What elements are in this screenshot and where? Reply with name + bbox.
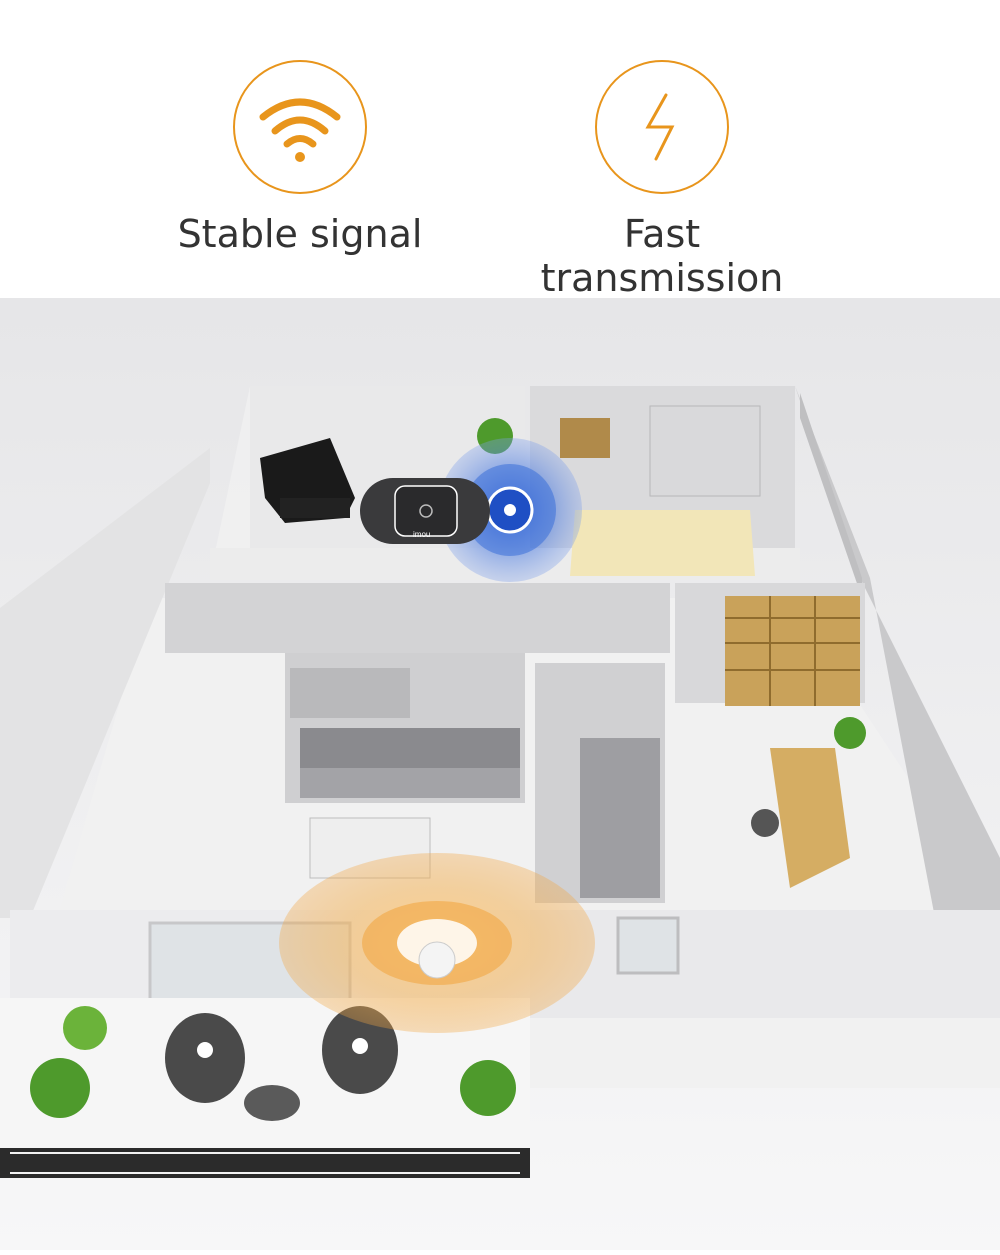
hub-brand-label: imou (413, 530, 431, 539)
wifi-icon-circle (233, 60, 367, 194)
feature-label: Fast transmission (540, 212, 784, 300)
motion-sensor-device (418, 941, 456, 979)
lightning-icon-circle (595, 60, 729, 194)
floorplan-svg (0, 298, 1000, 1250)
lightning-icon (645, 93, 675, 161)
wifi-icon (259, 98, 341, 162)
sensor-icon (504, 504, 516, 516)
features-header: Stable signal Fast transmission (0, 0, 1000, 300)
house-floorplan-illustration: imou (0, 298, 1000, 1250)
feature-stable-signal: Stable signal (150, 60, 450, 256)
feature-label: Stable signal (177, 212, 423, 256)
feature-fast-transmission: Fast transmission (512, 60, 812, 300)
